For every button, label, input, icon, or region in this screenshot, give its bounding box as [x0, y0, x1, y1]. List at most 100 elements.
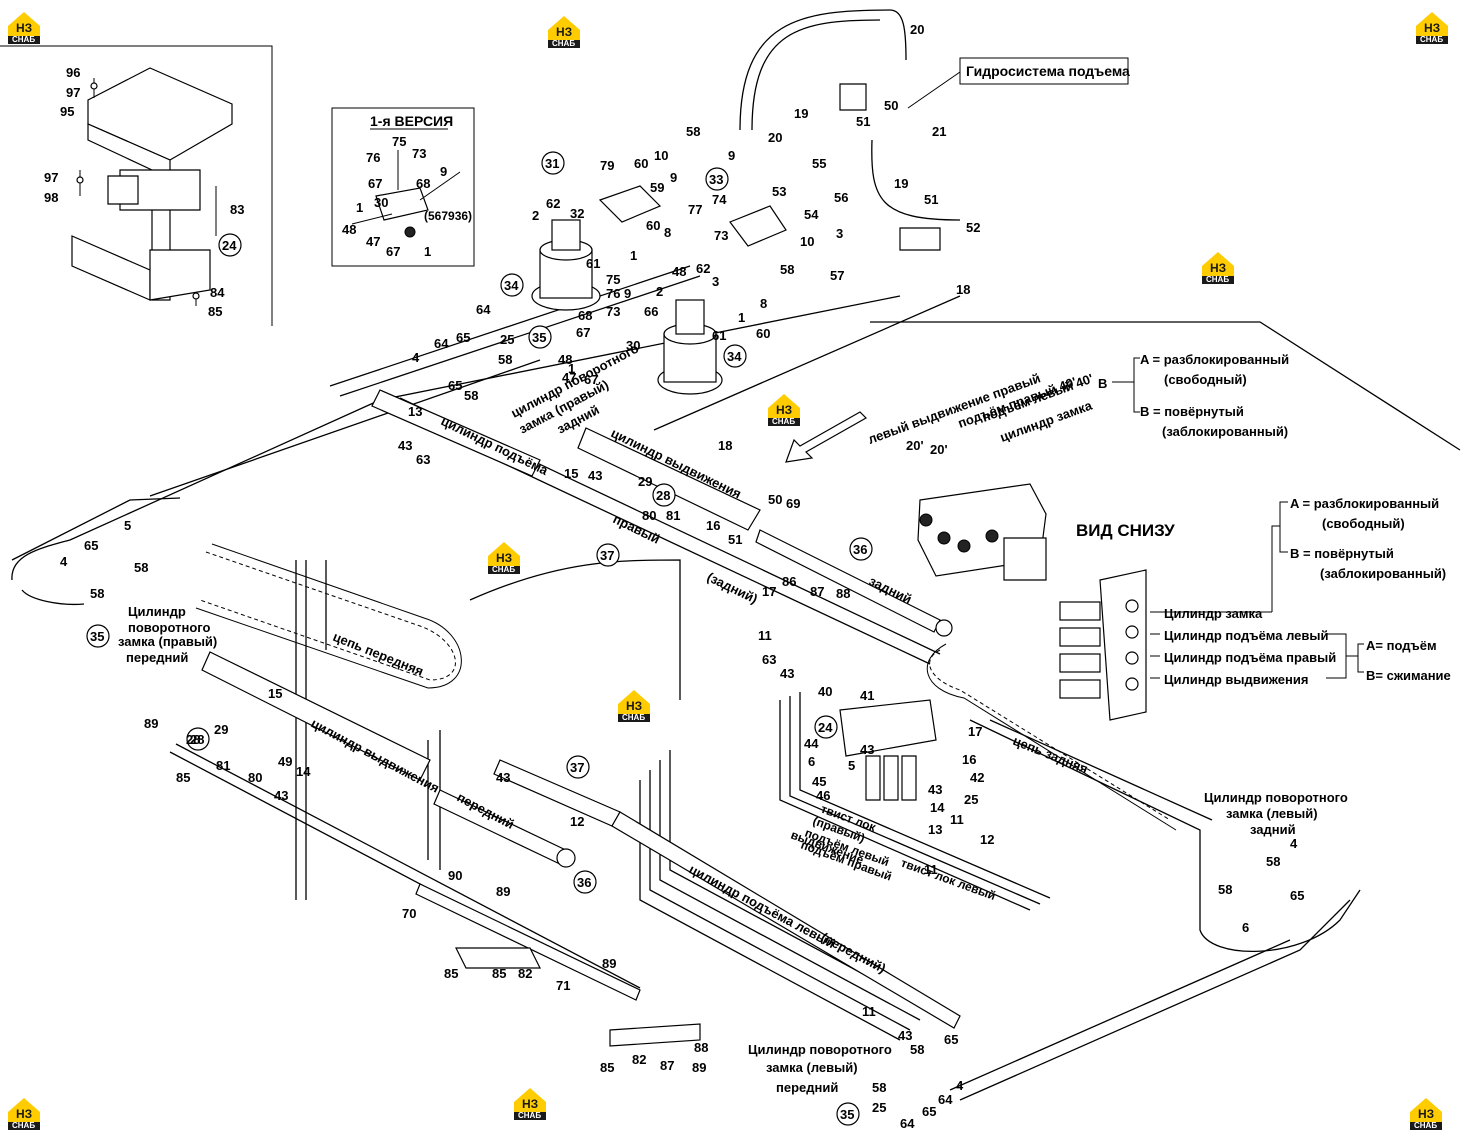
cyl-front-right-3: замка (правый) — [118, 634, 217, 649]
part-number: 56 — [834, 190, 848, 205]
part-number: 3 — [836, 226, 843, 241]
part-number: 17 — [762, 584, 776, 599]
port-label-20b: 20' — [930, 442, 948, 457]
part-number: 10 — [800, 234, 814, 249]
logo-text: СНАБ — [518, 1111, 541, 1120]
part-number: 51 — [924, 192, 938, 207]
part-number: 58 — [780, 262, 794, 277]
part-number: 67 — [576, 325, 590, 340]
part-number: 81 — [666, 508, 680, 523]
port-lock-cylinder: Цилиндр замка — [1164, 606, 1263, 621]
legend-a-line2: (свободный) — [1164, 372, 1247, 387]
legend-b-letter: B — [1098, 376, 1107, 391]
valve-port-labels: левый выдвижение правый подъём правый 40… — [866, 370, 1095, 457]
part-number: 43 — [588, 468, 602, 483]
legend-b-line1: B = повёрнутый — [1140, 404, 1244, 419]
part-number: 51 — [728, 532, 742, 547]
part-number: 25 — [964, 792, 978, 807]
circled-number: 36 — [853, 542, 867, 557]
logo-mark: НЗ — [16, 1107, 32, 1121]
part-numbers-lower-right-valve: 40 41 44 6 45 46 5 43 17 16 42 43 25 14 … — [804, 684, 994, 877]
brand-logo: НЗ СНАБ — [488, 542, 520, 574]
part-number: 60 — [634, 156, 648, 171]
hose-network — [11, 9, 1461, 1101]
cyl-rear-left-1: Цилиндр поворотного — [1204, 790, 1348, 805]
part-number: 89 — [496, 884, 510, 899]
cyl-front-right-1: Цилиндр — [128, 604, 186, 619]
part-number: 98 — [44, 190, 58, 205]
part-number: 11 — [758, 628, 772, 643]
circled-number: 36 — [577, 875, 591, 890]
part-number: 65 — [922, 1104, 936, 1119]
cyl-front-left-3: передний — [776, 1080, 838, 1095]
cyl-front-left-1: Цилиндр поворотного — [748, 1042, 892, 1057]
part-number: 63 — [762, 652, 776, 667]
part-number: 57 — [830, 268, 844, 283]
circled-number: 37 — [570, 760, 584, 775]
brand-logo: НЗ СНАБ — [1410, 1098, 1442, 1130]
part-number: 13 — [928, 822, 942, 837]
circled-number: 35 — [532, 330, 546, 345]
part-number: 81 — [216, 758, 230, 773]
port-extend: Цилиндр выдвижения — [1164, 672, 1308, 687]
part-number: 11 — [862, 1004, 876, 1019]
part-number: 47 — [562, 370, 576, 385]
part-number: 64 — [434, 336, 449, 351]
mounting-frame — [415, 883, 701, 1047]
callout-bottom-view: ВИД СНИЗУ — [1076, 521, 1175, 540]
version-title: 1-я ВЕРСИЯ — [370, 113, 453, 129]
part-number: 80 — [642, 508, 656, 523]
top-view-valve — [917, 483, 1047, 581]
part-number: 43 — [898, 1028, 912, 1043]
part-number: 65 — [84, 538, 98, 553]
brand-logo: НЗ СНАБ — [548, 16, 580, 48]
part-number: 16 — [706, 518, 720, 533]
legend-b-line2: (заблокированный) — [1162, 424, 1288, 439]
part-number: 82 — [518, 966, 532, 981]
legend-b-line1: B = повёрнутый — [1290, 546, 1394, 561]
logo-mark: НЗ — [626, 699, 642, 713]
circled-number: 28 — [190, 732, 204, 747]
part-number: 64 — [900, 1116, 915, 1131]
part-number: 85 — [600, 1060, 614, 1075]
part-number: 21 — [932, 124, 946, 139]
part-number: 1 — [630, 248, 637, 263]
part-number: 60 — [756, 326, 770, 341]
lift-cylinder-left — [493, 759, 961, 1029]
part-number: 83 — [230, 202, 244, 217]
port-lift-left: Цилиндр подъёма левый — [1164, 628, 1329, 643]
part-number: 85 — [208, 304, 222, 319]
part-numbers-frame: 90 89 70 85 85 82 71 89 85 82 87 88 89 1… — [402, 868, 912, 1075]
port-label-20a: 20' — [906, 438, 924, 453]
part-number: 42 — [970, 770, 984, 785]
cyl-front-right-2: поворотного — [128, 620, 211, 635]
part-number: 45 — [812, 774, 826, 789]
part-number: 17 — [968, 724, 982, 739]
logo-text: СНАБ — [1206, 275, 1229, 284]
circled-number: 31 — [545, 156, 559, 171]
part-number: 65 — [456, 330, 470, 345]
circled-number: 35 — [840, 1107, 854, 1122]
part-number: 53 — [772, 184, 786, 199]
part-number: 43 — [780, 666, 794, 681]
twistlock-unit-upper — [531, 219, 601, 311]
part-number: 43 — [928, 782, 942, 797]
part-numbers-center: 18 50 69 16 51 17 86 87 88 11 63 43 — [706, 438, 850, 681]
valve-legend-right: A = разблокированный (свободный) B = пов… — [1164, 496, 1451, 687]
part-number: 19 — [794, 106, 808, 121]
logo-mark: НЗ — [16, 21, 32, 35]
inset-valve-bracket — [0, 45, 273, 326]
part-number: 89 — [692, 1060, 706, 1075]
part-number: 95 — [60, 104, 74, 119]
port-lift-right: Цилиндр подъёма правый — [1164, 650, 1336, 665]
part-number: 96 — [66, 65, 80, 80]
part-number: 58 — [134, 560, 148, 575]
legend-a-line1: A = разблокированный — [1290, 496, 1439, 511]
part-number: 50 — [768, 492, 782, 507]
brand-logo: НЗ СНАБ — [1202, 252, 1234, 284]
direction-arrow-icon — [785, 411, 867, 463]
part-number: 14 — [930, 800, 945, 815]
part-number: 11 — [924, 862, 938, 877]
part-number: 29 — [214, 722, 228, 737]
